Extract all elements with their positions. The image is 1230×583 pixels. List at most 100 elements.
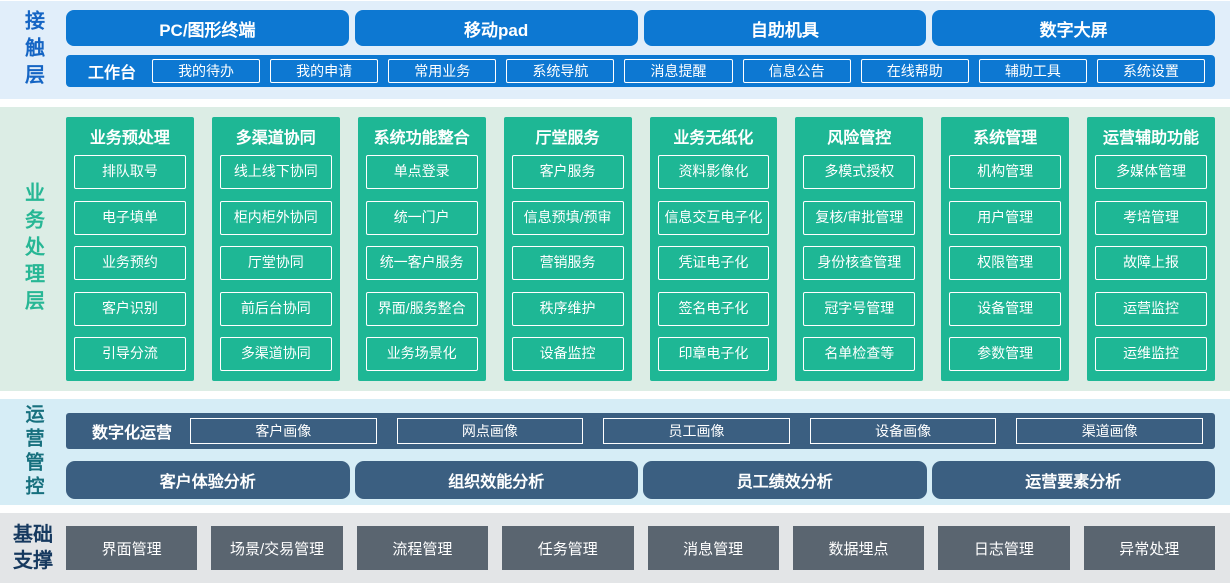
business-item: 引导分流	[74, 337, 186, 371]
business-column-items: 线上线下协同柜内柜外协同厅堂协同前后台协同多渠道协同	[219, 155, 332, 371]
portrait-item: 客户画像	[190, 418, 377, 444]
business-item: 多媒体管理	[1095, 155, 1207, 189]
workbench-label: 工作台	[88, 65, 137, 82]
foundation-box: 异常处理	[1083, 526, 1215, 570]
operations-layer: 运营管控 数字化运营 客户画像 网点画像 员工画像 设备画像 渠道画像	[0, 399, 1230, 505]
workbench-item: 系统设置	[1096, 59, 1205, 83]
business-column-items: 多模式授权复核/审批管理身份核查管理冠字号管理名单检查等	[803, 155, 916, 371]
business-layer-label: 业务处理层	[21, 181, 44, 317]
business-item: 运维监控	[1095, 337, 1207, 371]
foundation-layer: 基础支撑 界面管理 场景/交易管理 流程管理 任务管理 消息管理 数据埋点 日志…	[0, 513, 1230, 583]
business-column-items: 多媒体管理考培管理故障上报运营监控运维监控	[1095, 155, 1207, 371]
business-column-title: 业务预处理	[89, 130, 170, 147]
contact-layer-content: PC/图形终端 移动pad 自助机具 数字大屏 工作台 我的待办 我的申请	[66, 1, 1230, 99]
workbench-item: 消息提醒	[624, 59, 733, 83]
business-item: 冠字号管理	[803, 291, 916, 326]
analysis-box: 客户体验分析	[66, 461, 350, 499]
business-columns: 业务预处理 排队取号电子填单业务预约客户识别引导分流 多渠道协同 线上线下协同柜…	[66, 107, 1215, 391]
business-item: 多渠道协同	[219, 337, 332, 371]
business-item: 资料影像化	[657, 155, 770, 189]
workbench-item: 我的待办	[152, 59, 261, 83]
workbench-items: 我的待办 我的申请 常用业务 系统导航 消息提醒 信息公告 在线帮助 辅助工具	[152, 59, 1205, 83]
business-item: 排队取号	[74, 155, 186, 189]
contact-layer-side: 接触层	[0, 1, 66, 99]
business-item: 多模式授权	[803, 155, 916, 189]
business-item: 线上线下协同	[219, 155, 332, 189]
business-column-pretreatment: 业务预处理 排队取号电子填单业务预约客户识别引导分流	[66, 117, 194, 381]
business-item: 营销服务	[511, 246, 624, 280]
business-column-risk-control: 风险管控 多模式授权复核/审批管理身份核查管理冠字号管理名单检查等	[795, 117, 924, 381]
business-item: 机构管理	[949, 155, 1062, 189]
foundation-box: 消息管理	[647, 526, 779, 570]
business-column-title: 风险管控	[827, 130, 892, 147]
digital-operation-bar: 数字化运营 客户画像 网点画像 员工画像 设备画像 渠道画像	[66, 413, 1215, 449]
digital-operation-label: 数字化运营	[92, 425, 173, 442]
foundation-box: 流程管理	[356, 526, 489, 570]
business-item: 信息预填/预审	[511, 200, 624, 235]
business-item: 柜内柜外协同	[219, 200, 332, 235]
portrait-item: 设备画像	[809, 418, 997, 444]
terminal-row: PC/图形终端 移动pad 自助机具 数字大屏	[66, 10, 1215, 46]
business-column-items: 机构管理用户管理权限管理设备管理参数管理	[949, 155, 1062, 371]
business-item: 设备监控	[511, 337, 624, 371]
business-column-title: 多渠道协同	[235, 130, 316, 147]
business-item: 信息交互电子化	[657, 200, 770, 235]
business-item: 运营监控	[1095, 291, 1207, 326]
business-item: 身份核查管理	[803, 246, 916, 280]
contact-layer-label: 接触层	[21, 9, 44, 91]
business-column-title: 运营辅助功能	[1103, 130, 1200, 147]
portrait-item: 渠道画像	[1016, 418, 1203, 444]
foundation-layer-side: 基础支撑	[0, 513, 66, 583]
business-item: 凭证电子化	[657, 246, 770, 280]
business-column-title: 厅堂服务	[535, 130, 600, 147]
business-column-paperless: 业务无纸化 资料影像化信息交互电子化凭证电子化签名电子化印章电子化	[649, 117, 778, 381]
business-item: 厅堂协同	[219, 246, 332, 280]
workbench-item: 辅助工具	[978, 59, 1087, 83]
business-item: 业务预约	[74, 246, 186, 280]
operations-layer-side: 运营管控	[0, 399, 66, 505]
business-item: 前后台协同	[219, 291, 332, 326]
business-item: 客户服务	[511, 155, 624, 189]
business-column-items: 排队取号电子填单业务预约客户识别引导分流	[74, 155, 186, 371]
foundation-row: 界面管理 场景/交易管理 流程管理 任务管理 消息管理 数据埋点 日志管理 异常…	[66, 513, 1215, 583]
business-column-title: 系统管理	[973, 130, 1038, 147]
business-item: 复核/审批管理	[803, 200, 916, 235]
business-column-lobby-service: 厅堂服务 客户服务信息预填/预审营销服务秩序维护设备监控	[503, 117, 632, 381]
terminal-channel-box: PC/图形终端	[66, 10, 349, 46]
foundation-box: 数据埋点	[792, 526, 925, 570]
business-item: 权限管理	[949, 246, 1062, 280]
business-column-title: 系统功能整合	[373, 130, 470, 147]
business-column-system-mgmt: 系统管理 机构管理用户管理权限管理设备管理参数管理	[941, 117, 1070, 381]
analysis-box: 员工绩效分析	[643, 461, 927, 499]
business-item: 名单检查等	[803, 337, 916, 371]
analysis-box: 组织效能分析	[354, 461, 638, 499]
business-column-multichannel: 多渠道协同 线上线下协同柜内柜外协同厅堂协同前后台协同多渠道协同	[211, 117, 340, 381]
digital-operation-items: 客户画像 网点画像 员工画像 设备画像 渠道画像	[190, 418, 1203, 444]
business-item: 参数管理	[949, 337, 1062, 371]
workbench-bar: 工作台 我的待办 我的申请 常用业务 系统导航 消息提醒 信息公告	[66, 55, 1215, 87]
business-item: 考培管理	[1095, 200, 1207, 235]
workbench-item: 我的申请	[270, 59, 379, 83]
foundation-layer-label: 基础支撑	[13, 524, 53, 572]
foundation-layer-content: 界面管理 场景/交易管理 流程管理 任务管理 消息管理 数据埋点 日志管理 异常…	[66, 513, 1230, 583]
foundation-box: 界面管理	[66, 526, 198, 570]
foundation-box: 日志管理	[938, 526, 1070, 570]
workbench-item: 在线帮助	[860, 59, 969, 83]
workbench-item: 系统导航	[506, 59, 615, 83]
business-layer-side: 业务处理层	[0, 107, 66, 391]
analysis-row: 客户体验分析 组织效能分析 员工绩效分析 运营要素分析	[66, 461, 1215, 499]
foundation-box: 场景/交易管理	[211, 526, 343, 570]
business-layer-content: 业务预处理 排队取号电子填单业务预约客户识别引导分流 多渠道协同 线上线下协同柜…	[66, 107, 1230, 391]
business-item: 统一门户	[365, 200, 478, 235]
portrait-item: 员工画像	[603, 418, 790, 444]
business-item: 电子填单	[74, 200, 186, 235]
business-column-integration: 系统功能整合 单点登录统一门户统一客户服务界面/服务整合业务场景化	[357, 117, 486, 381]
business-item: 界面/服务整合	[365, 291, 478, 326]
business-item: 印章电子化	[657, 337, 770, 371]
business-item: 统一客户服务	[365, 246, 478, 280]
portrait-item: 网点画像	[396, 418, 584, 444]
business-item: 故障上报	[1095, 246, 1207, 280]
business-column-items: 客户服务信息预填/预审营销服务秩序维护设备监控	[511, 155, 624, 371]
workbench-item: 常用业务	[388, 59, 497, 83]
business-layer: 业务处理层 业务预处理 排队取号电子填单业务预约客户识别引导分流 多渠道协同 线…	[0, 107, 1230, 391]
